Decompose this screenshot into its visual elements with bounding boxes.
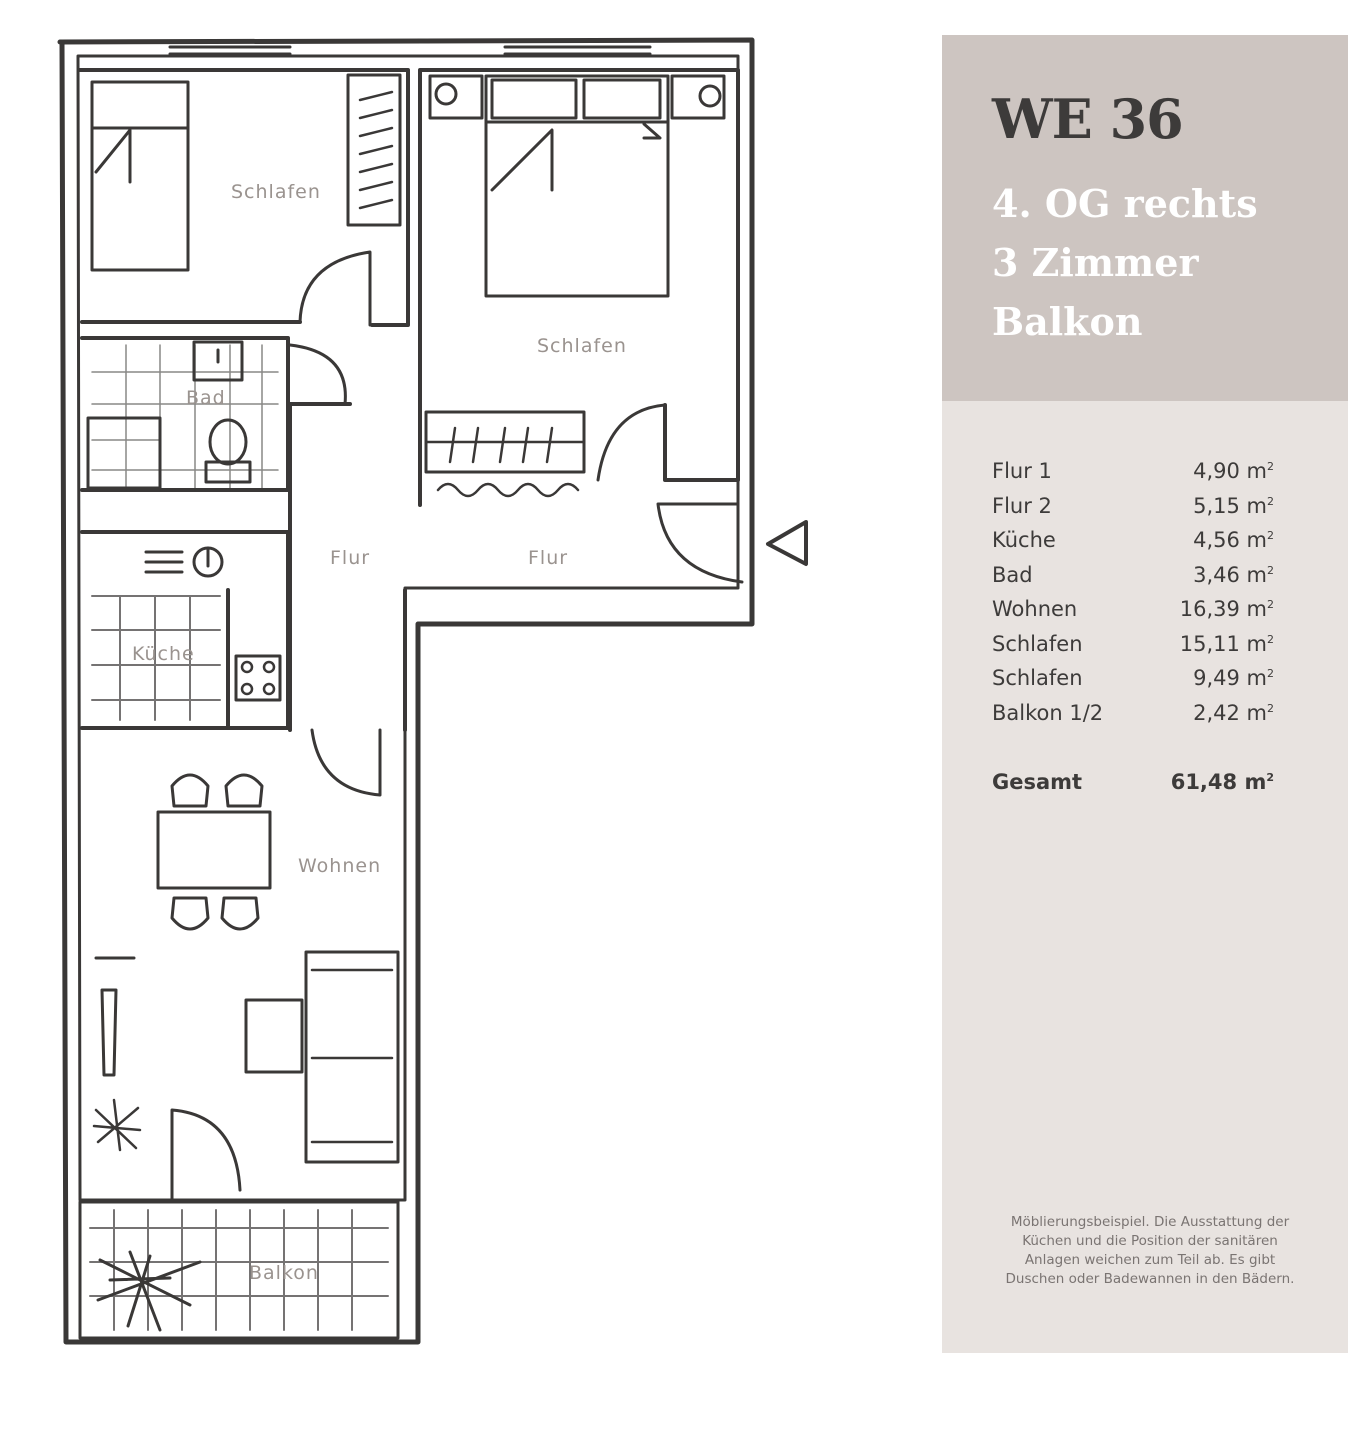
label-balkon: Balkon [249, 1262, 319, 1284]
area-total-row: Gesamt 61,48 m2 [992, 770, 1274, 800]
furnishing-note: Möblierungsbeispiel. Die Ausstattung der… [1005, 1214, 1295, 1287]
area-row: Wohnen 16,39 m2 [992, 597, 1274, 627]
outer-wall [57, 37, 755, 1345]
sofa [304, 950, 400, 1164]
double-bed [484, 74, 670, 298]
area-row: Flur 2 5,15 m2 [992, 494, 1274, 524]
small-bedroom-walls [78, 68, 410, 327]
dining-table [156, 810, 272, 890]
wardrobe-small [346, 73, 402, 227]
area-name: Bad [992, 562, 1033, 587]
area-value: 5,15 m2 [1193, 493, 1274, 518]
bath-walls [80, 336, 352, 492]
area-value: 4,56 m2 [1193, 528, 1274, 552]
area-row: Schlafen 15,11 m2 [992, 632, 1274, 662]
area-value: 15,11 m2 [1179, 631, 1274, 656]
area-row: Bad 3,46 m2 [992, 563, 1274, 593]
entrance-arrow-icon [766, 520, 808, 566]
area-value: 2,42 m2 [1193, 700, 1274, 725]
floor-plan: Schlafen Schlafen Bad Flur Flur Küche Wo… [57, 37, 808, 1345]
area-value: 3,46 m2 [1193, 562, 1274, 587]
area-value: 9,49 m2 [1193, 666, 1274, 690]
area-name: Flur 1 [992, 459, 1052, 483]
label-flur-2: Flur [528, 547, 568, 569]
area-table-panel: Flur 1 4,90 m2 Flur 2 5,15 m2 Küche 4,56… [942, 401, 1348, 1353]
area-name: Flur 2 [992, 493, 1052, 518]
balcony-outline [78, 1200, 400, 1340]
area-row: Küche 4,56 m2 [992, 528, 1274, 558]
unit-rooms: 3 Zimmer [992, 240, 1199, 285]
unit-feature: Balkon [992, 299, 1143, 344]
area-name: Balkon 1/2 [992, 700, 1104, 725]
unit-floor: 4. OG rechts [992, 181, 1258, 226]
armchair [244, 998, 304, 1074]
single-bed [90, 80, 190, 272]
area-name: Schlafen [992, 666, 1083, 690]
area-value: 4,90 m2 [1193, 459, 1274, 483]
unit-title: WE 36 [992, 87, 1184, 151]
area-row: Balkon 1/2 2,42 m2 [992, 701, 1274, 731]
area-row: Flur 1 4,90 m2 [992, 459, 1274, 489]
area-name: Wohnen [992, 597, 1078, 621]
label-flur-1: Flur [330, 547, 370, 569]
area-row: Schlafen 9,49 m2 [992, 666, 1274, 696]
area-name: Küche [992, 528, 1056, 552]
label-schlafen-large: Schlafen [537, 335, 627, 357]
area-name: Schlafen [992, 631, 1083, 656]
large-bedroom-walls [418, 68, 740, 507]
area-total-name: Gesamt [992, 770, 1083, 794]
area-value: 16,39 m2 [1179, 597, 1274, 621]
area-total-value: 61,48 m2 [1170, 770, 1274, 794]
label-kueche: Küche [132, 643, 195, 665]
label-wohnen: Wohnen [298, 855, 381, 877]
label-schlafen-small: Schlafen [231, 181, 321, 203]
label-bad: Bad [186, 387, 226, 409]
unit-header-panel: WE 36 4. OG rechts 3 Zimmer Balkon [942, 35, 1348, 401]
